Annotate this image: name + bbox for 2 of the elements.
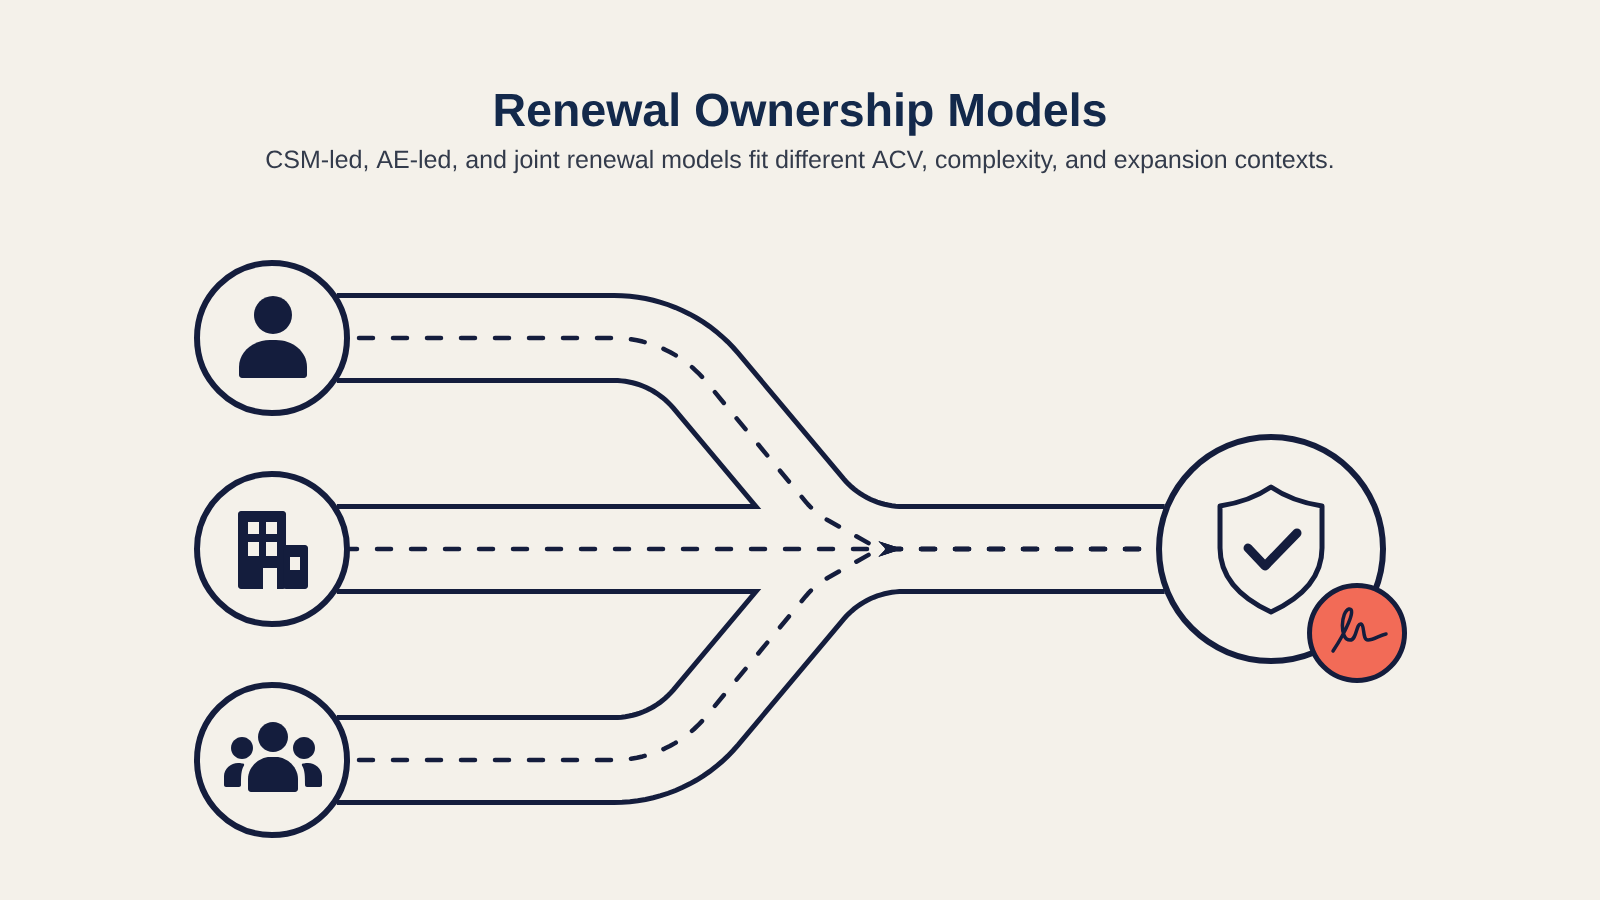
subtitle: CSM-led, AE-led, and joint renewal models fit different ACV, complexity, and expansion contexts. — [266, 149, 1333, 174]
title: Renewal Ownership Models — [495, 92, 1106, 136]
